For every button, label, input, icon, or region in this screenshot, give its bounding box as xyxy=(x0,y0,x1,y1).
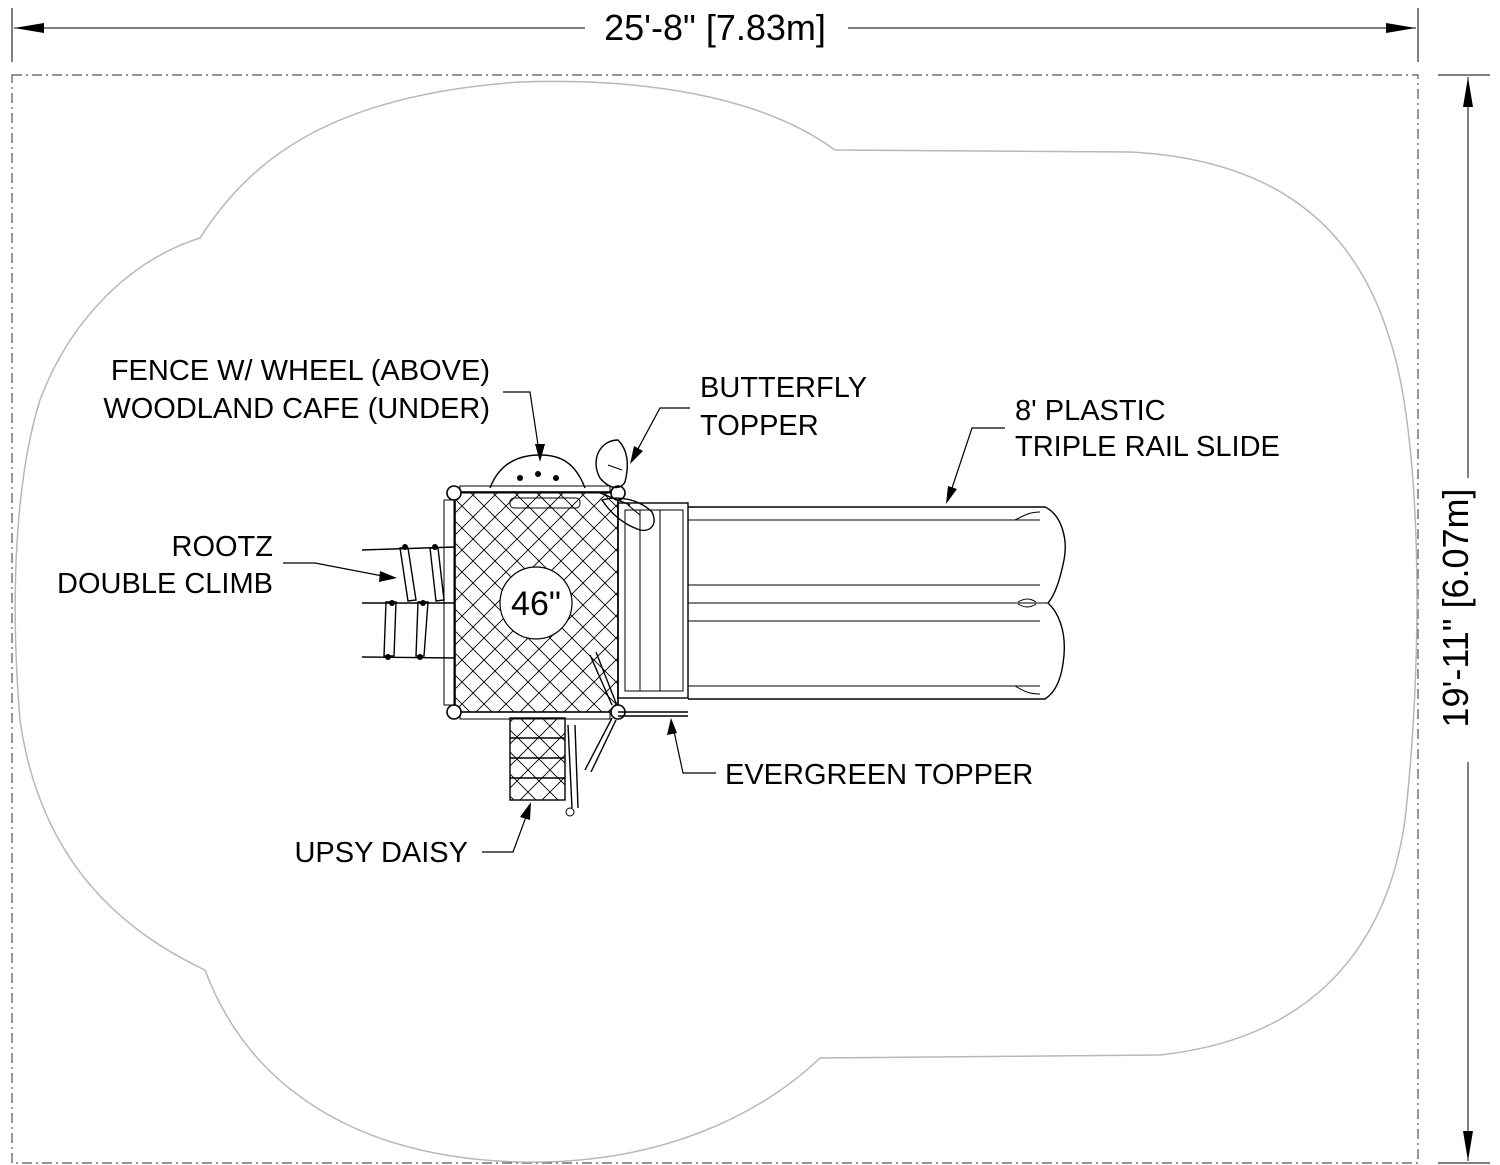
arrowhead-right-icon xyxy=(1386,23,1416,33)
triple-rail-slide xyxy=(617,502,1066,700)
butterfly-leader xyxy=(631,407,690,461)
rootz-double-climb xyxy=(361,544,456,660)
arrowhead-icon xyxy=(379,571,397,582)
height-dimension: 19'-11" [6.07m] xyxy=(1435,74,1490,1164)
upsy-daisy-steps xyxy=(509,717,579,817)
arrowhead-left-icon xyxy=(14,23,44,33)
fence-leader xyxy=(503,391,541,459)
arrowhead-icon xyxy=(520,802,531,820)
deck-platform: 46" xyxy=(443,485,626,720)
upsy-callout: UPSY DAISY xyxy=(294,837,468,869)
arrowhead-icon xyxy=(630,446,643,464)
slide-callout-line2: TRIPLE RAIL SLIDE xyxy=(1015,431,1280,463)
site-boundary xyxy=(11,74,1419,1164)
post-icon xyxy=(446,704,462,720)
rootz-leader xyxy=(283,562,394,579)
butterfly-topper-icon xyxy=(595,439,655,532)
post-icon xyxy=(446,485,462,501)
evergreen-topper-icon xyxy=(584,651,688,773)
arrowhead-icon xyxy=(535,444,545,462)
evergreen-leader xyxy=(671,721,716,774)
rootz-callout-line2: DOUBLE CLIMB xyxy=(57,568,273,600)
height-dimension-text: 19'-11" [6.07m] xyxy=(1435,488,1476,727)
arrowhead-icon xyxy=(946,486,957,504)
use-zone-outline xyxy=(14,80,1418,1163)
width-dimension-text: 25'-8" [7.83m] xyxy=(604,7,826,48)
butterfly-callout-line1: BUTTERFLY xyxy=(700,372,867,404)
deck-height-text: 46" xyxy=(511,585,561,623)
evergreen-callout: EVERGREEN TOPPER xyxy=(725,759,1033,791)
rootz-callout-line1: ROOTZ xyxy=(172,531,274,563)
fence-callout-line2: WOODLAND CAFE (UNDER) xyxy=(103,393,490,425)
slide-callout-line1: 8' PLASTIC xyxy=(1015,395,1166,427)
leader-lines xyxy=(283,391,1005,853)
upsy-leader xyxy=(482,805,531,853)
width-dimension: 25'-8" [7.83m] xyxy=(11,7,1419,62)
arrowhead-down-icon xyxy=(1463,1131,1473,1161)
arrowhead-icon xyxy=(667,718,677,735)
arrowhead-up-icon xyxy=(1463,77,1473,107)
fence-callout-line1: FENCE W/ WHEEL (ABOVE) xyxy=(111,355,490,387)
slide-leader xyxy=(947,427,1005,501)
deck-height-circle xyxy=(499,566,573,640)
butterfly-callout-line2: TOPPER xyxy=(700,410,819,442)
